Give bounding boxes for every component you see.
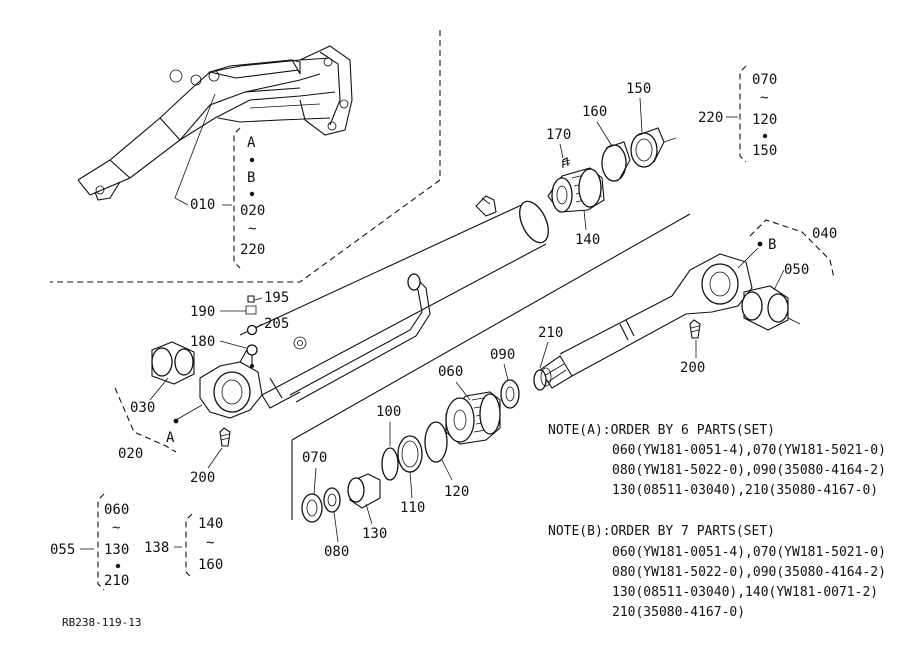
callout-160: 160	[582, 104, 607, 120]
callout-205: 205	[264, 316, 289, 332]
bushing-030	[151, 341, 195, 385]
callout-200-left: 200	[190, 470, 215, 486]
leader-010	[174, 93, 216, 199]
group-055-bracket	[97, 493, 105, 591]
note-b-line: 060(YW181-0051-4),070(YW181-5021-0)	[612, 545, 886, 560]
group-010-bracket	[233, 127, 241, 269]
note-a-line: 080(YW181-5022-0),090(35080-4164-2)	[612, 463, 886, 478]
note-b: NOTE(B):ORDER BY 7 PARTS(SET) 060(YW181-…	[548, 524, 886, 620]
callout-150: 150	[626, 81, 651, 97]
note-b-title: NOTE(B):ORDER BY 7 PARTS(SET)	[548, 524, 775, 539]
group-138-label: 138	[144, 540, 169, 556]
group-220-tilde: ~	[760, 90, 768, 106]
group-138-end: 160	[198, 557, 223, 573]
note-b-line: 210(35080-4167-0)	[612, 605, 745, 620]
group-138-start: 140	[198, 516, 223, 532]
part-100	[381, 447, 399, 481]
gland-parts-drawing	[547, 127, 677, 213]
group-220-end: 150	[752, 143, 777, 159]
bushing-050	[741, 285, 801, 331]
part-210	[533, 367, 552, 391]
piston-rod-drawing	[539, 253, 753, 389]
callout-090: 090	[490, 347, 515, 363]
group-010-end: 220	[240, 242, 265, 258]
group-010-a: A	[247, 135, 256, 151]
callout-110: 110	[400, 500, 425, 516]
part-130	[347, 473, 381, 509]
callout-120: 120	[444, 484, 469, 500]
group-055-label: 055	[50, 542, 75, 558]
group-220-bracket	[739, 65, 747, 163]
callout-060: 060	[438, 364, 463, 380]
callout-200-right: 200	[680, 360, 705, 376]
group-220-start: 070	[752, 72, 777, 88]
callout-130: 130	[362, 526, 387, 542]
callout-170: 170	[546, 127, 571, 143]
callout-100: 100	[376, 404, 401, 420]
callout-220: 220	[698, 110, 723, 126]
callout-030: 030	[130, 400, 155, 416]
rod-boundary-top	[291, 213, 691, 441]
group-055-end: 210	[104, 573, 129, 589]
group-055-start: 060	[104, 502, 129, 518]
group-010-tilde: ~	[248, 221, 256, 237]
callout-140: 140	[575, 232, 600, 248]
ref-a-left: A	[166, 430, 175, 446]
callout-180: 180	[190, 334, 215, 350]
part-090	[500, 379, 520, 409]
callout-010: 010	[190, 197, 215, 213]
boom-assembly-drawing	[77, 45, 353, 201]
group-220-mid: 120	[752, 112, 777, 128]
note-a-line: 060(YW181-0051-4),070(YW181-5021-0)	[612, 443, 886, 458]
ref-b-right: B	[768, 237, 776, 253]
callout-070: 070	[302, 450, 327, 466]
group-010-start: 020	[240, 203, 265, 219]
callout-040: 040	[812, 226, 837, 242]
callout-080: 080	[324, 544, 349, 560]
boom-boundary	[50, 30, 441, 283]
note-a-line: 130(08511-03040),210(35080-4167-0)	[612, 483, 878, 498]
group-040-bracket	[749, 219, 835, 279]
part-060-piston	[445, 391, 501, 445]
grease-nipple-parts	[245, 295, 258, 368]
group-138-tilde: ~	[206, 535, 214, 551]
group-010-b: B	[247, 170, 255, 186]
callout-210: 210	[538, 325, 563, 341]
part-110	[397, 435, 423, 473]
group-055-mid: 130	[104, 542, 129, 558]
drawing-code: RB238-119-13	[62, 616, 141, 629]
callout-190: 190	[190, 304, 215, 320]
group-020-bracket	[114, 387, 177, 453]
part-070	[301, 493, 323, 523]
note-b-line: 080(YW181-5022-0),090(35080-4164-2)	[612, 565, 886, 580]
part-080	[323, 487, 341, 513]
note-a: NOTE(A):ORDER BY 6 PARTS(SET) 060(YW181-…	[548, 423, 886, 498]
callout-195: 195	[264, 290, 289, 306]
callout-020: 020	[118, 446, 143, 462]
note-a-title: NOTE(A):ORDER BY 6 PARTS(SET)	[548, 423, 775, 438]
group-138-bracket	[185, 513, 193, 579]
group-055-tilde: ~	[112, 520, 120, 536]
cylinder-tube-drawing	[199, 195, 549, 447]
callout-050: 050	[784, 262, 809, 278]
part-120	[424, 421, 448, 463]
note-b-line: 130(08511-03040),140(YW181-0071-2)	[612, 585, 878, 600]
